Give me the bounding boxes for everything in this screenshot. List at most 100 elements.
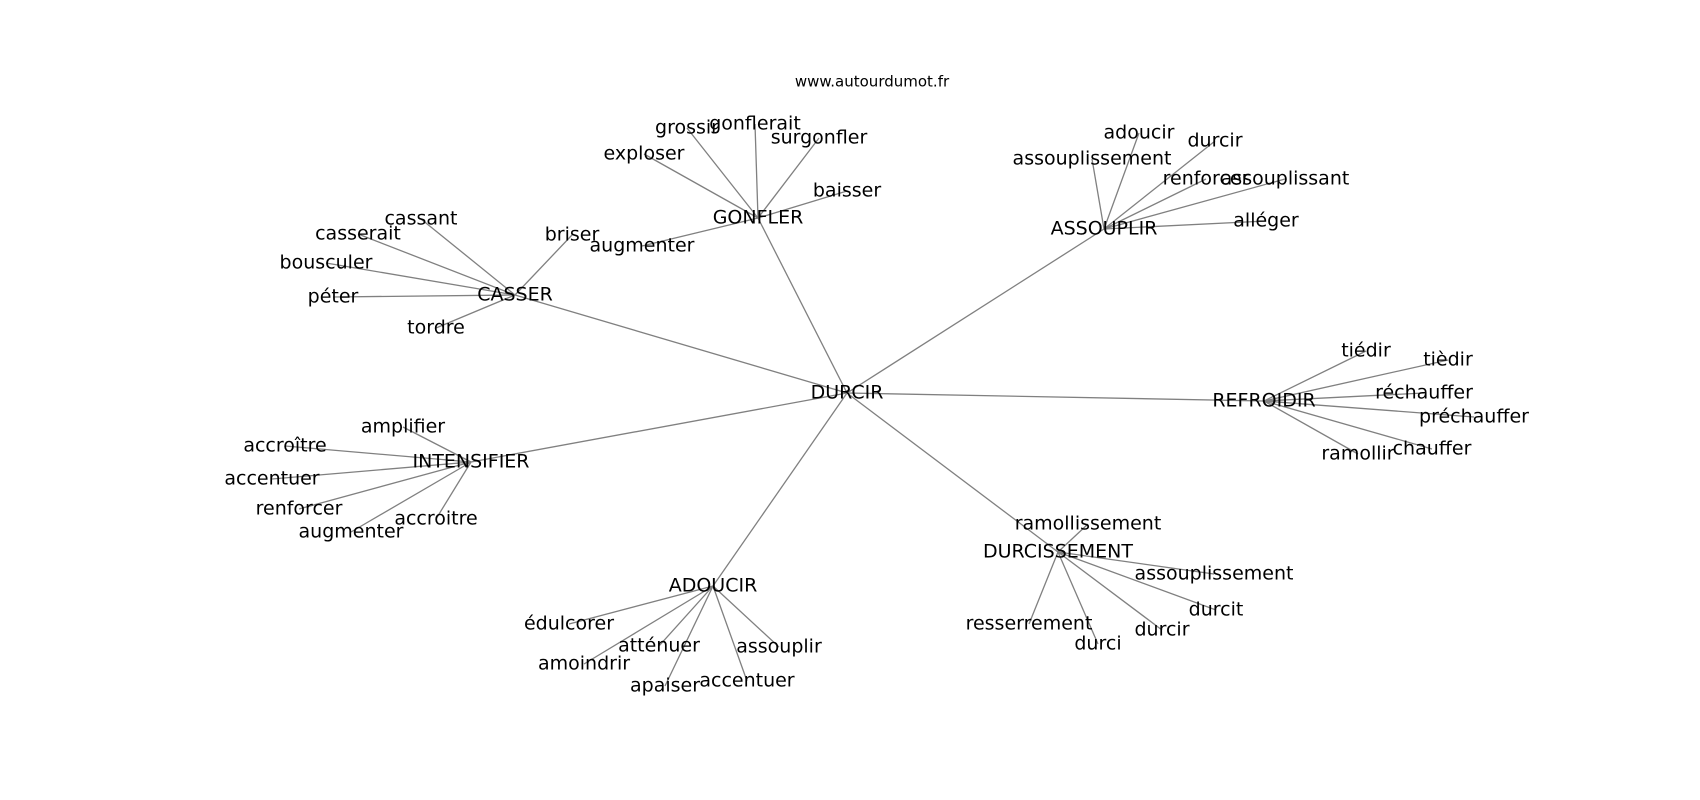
- edge-durcissement-word-4: [1057, 551, 1099, 645]
- word-node-casser-3[interactable]: péter: [308, 286, 359, 308]
- word-node-adoucir-3[interactable]: apaiser: [630, 675, 700, 697]
- edge-durcissement-word-2: [1057, 551, 1217, 611]
- edge-refroidir-word-3: [1263, 400, 1475, 418]
- edge-casser-word-2: [325, 262, 516, 296]
- word-node-intensifier-1[interactable]: accroître: [243, 435, 326, 457]
- edge-refroidir-word-0: [1263, 350, 1367, 402]
- edge-casser-word-5: [514, 234, 573, 296]
- word-node-casser-2[interactable]: bousculer: [280, 252, 373, 274]
- cluster-node-gonfler[interactable]: GONFLER: [713, 207, 804, 229]
- edge-refroidir-word-5: [1263, 400, 1359, 455]
- word-node-adoucir-5[interactable]: assouplir: [736, 636, 822, 658]
- word-node-gonfler-4[interactable]: baisser: [813, 180, 881, 202]
- word-node-refroidir-0[interactable]: tiédir: [1341, 340, 1391, 362]
- edge-durcir-casser: [514, 294, 848, 394]
- word-node-refroidir-3[interactable]: préchauffer: [1419, 406, 1529, 428]
- edge-assouplir-word-3: [1103, 178, 1207, 230]
- edge-intensifier-word-1: [284, 445, 472, 463]
- edge-intensifier-word-3: [298, 461, 472, 510]
- word-node-assouplir-4[interactable]: assouplissant: [1221, 168, 1350, 190]
- edge-durcir-durcissement: [846, 392, 1059, 553]
- edge-gonfler-word-3: [643, 153, 759, 219]
- edge-durcir-assouplir: [846, 228, 1105, 394]
- word-node-gonfler-0[interactable]: grossir: [655, 117, 719, 139]
- edge-durcir-intensifier: [470, 392, 848, 463]
- edge-assouplir-word-2: [1091, 158, 1105, 230]
- cluster-node-adoucir[interactable]: ADOUCIR: [669, 575, 758, 597]
- cluster-node-casser[interactable]: CASSER: [477, 284, 553, 306]
- word-node-intensifier-2[interactable]: accentuer: [224, 468, 319, 490]
- edge-refroidir-word-1: [1263, 359, 1449, 402]
- edge-durcissement-word-1: [1057, 551, 1215, 575]
- edge-adoucir-word-2: [658, 585, 714, 647]
- node-center-durcir[interactable]: DURCIR: [811, 382, 884, 404]
- word-node-durcissement-1[interactable]: assouplissement: [1135, 563, 1294, 585]
- word-node-gonfler-3[interactable]: exploser: [604, 143, 685, 165]
- edge-intensifier-word-2: [271, 461, 472, 480]
- edge-casser-word-1: [357, 233, 516, 296]
- edge-casser-word-3: [332, 294, 516, 298]
- edge-adoucir-word-4: [712, 585, 748, 682]
- edge-adoucir-word-5: [712, 585, 780, 648]
- edge-durcissement-word-3: [1057, 551, 1163, 631]
- word-node-assouplir-3[interactable]: renforcer: [1163, 168, 1250, 190]
- edge-assouplir-word-4: [1103, 178, 1286, 230]
- word-node-gonfler-5[interactable]: augmenter: [590, 235, 695, 257]
- edge-assouplir-word-1: [1103, 140, 1216, 230]
- edge-gonfler-word-1: [754, 123, 759, 219]
- edge-gonfler-word-4: [757, 190, 848, 219]
- cluster-node-assouplir[interactable]: ASSOUPLIR: [1051, 218, 1158, 240]
- word-node-adoucir-0[interactable]: édulcorer: [524, 613, 614, 635]
- edge-adoucir-word-1: [583, 585, 714, 665]
- cluster-node-intensifier[interactable]: INTENSIFIER: [412, 451, 529, 473]
- edge-assouplir-word-0: [1103, 132, 1140, 230]
- source-label: www.autourdumot.fr: [795, 73, 950, 91]
- word-node-casser-1[interactable]: casserait: [315, 223, 401, 245]
- word-node-durcissement-4[interactable]: durci: [1074, 633, 1121, 655]
- word-node-intensifier-5[interactable]: accroitre: [394, 508, 477, 530]
- edge-refroidir-word-2: [1263, 392, 1425, 402]
- edge-durcir-refroidir: [846, 392, 1265, 402]
- word-node-casser-4[interactable]: tordre: [407, 317, 465, 339]
- cluster-node-durcissement[interactable]: DURCISSEMENT: [983, 541, 1133, 563]
- edge-casser-word-4: [435, 294, 516, 329]
- word-node-intensifier-0[interactable]: amplifier: [361, 416, 445, 438]
- edge-gonfler-word-0: [686, 127, 759, 219]
- word-node-assouplir-0[interactable]: adoucir: [1104, 122, 1175, 144]
- edge-intensifier-word-5: [435, 461, 472, 520]
- graph-edges: [271, 123, 1475, 687]
- edge-intensifier-word-4: [350, 461, 472, 533]
- word-node-adoucir-2[interactable]: atténuer: [618, 635, 700, 657]
- word-node-adoucir-1[interactable]: amoindrir: [538, 653, 630, 675]
- word-node-intensifier-3[interactable]: renforcer: [256, 498, 343, 520]
- word-node-casser-0[interactable]: cassant: [384, 208, 457, 230]
- edge-assouplir-word-5: [1103, 220, 1267, 230]
- word-node-refroidir-5[interactable]: ramollir: [1321, 443, 1394, 465]
- word-node-assouplir-1[interactable]: durcir: [1187, 130, 1242, 152]
- word-node-refroidir-1[interactable]: tièdir: [1423, 349, 1473, 371]
- word-node-durcissement-0[interactable]: ramollissement: [1015, 513, 1162, 535]
- word-node-gonfler-2[interactable]: surgonfler: [771, 127, 868, 149]
- edge-adoucir-word-0: [568, 585, 714, 625]
- cluster-node-refroidir[interactable]: REFROIDIR: [1212, 390, 1315, 412]
- edge-intensifier-word-0: [402, 426, 472, 463]
- edge-durcir-gonfler: [757, 217, 848, 394]
- word-node-intensifier-4[interactable]: augmenter: [299, 521, 404, 543]
- word-node-assouplir-2[interactable]: assouplissement: [1013, 148, 1172, 170]
- word-node-gonfler-1[interactable]: gonflerait: [709, 113, 801, 135]
- edge-adoucir-word-3: [664, 585, 714, 687]
- edge-durcissement-word-5: [1028, 551, 1059, 625]
- edge-casser-word-0: [420, 218, 516, 296]
- edge-gonfler-word-2: [757, 137, 820, 219]
- word-node-refroidir-4[interactable]: chauffer: [1393, 438, 1472, 460]
- word-node-durcissement-2[interactable]: durcit: [1189, 599, 1244, 621]
- word-node-casser-5[interactable]: briser: [545, 224, 600, 246]
- word-node-adoucir-4[interactable]: accentuer: [699, 670, 794, 692]
- word-node-refroidir-2[interactable]: réchauffer: [1375, 382, 1473, 404]
- word-node-durcissement-3[interactable]: durcir: [1134, 619, 1189, 641]
- edge-refroidir-word-4: [1263, 400, 1433, 450]
- word-node-durcissement-5[interactable]: resserrement: [966, 613, 1093, 635]
- word-node-assouplir-5[interactable]: alléger: [1233, 210, 1299, 232]
